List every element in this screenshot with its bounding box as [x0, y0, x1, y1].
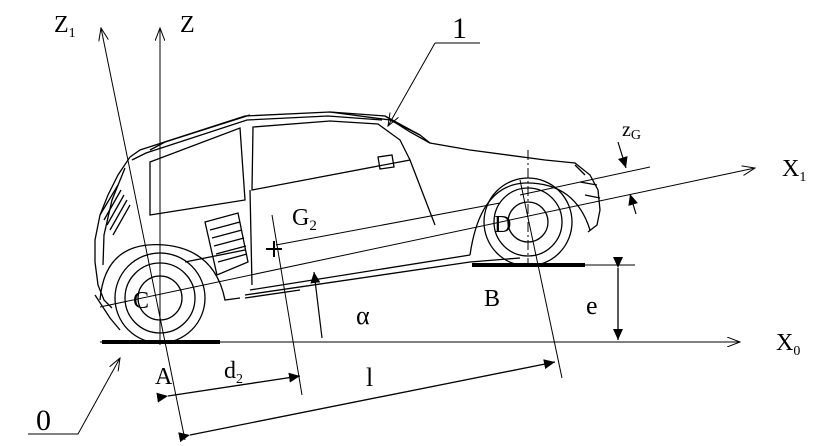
- car-body: [94, 111, 601, 331]
- g2-reference-line: [275, 202, 501, 246]
- a-point-label: A: [155, 364, 173, 390]
- alpha-label: α: [356, 301, 370, 330]
- d-point-label: D: [494, 212, 511, 238]
- x0-label: X0: [776, 330, 800, 359]
- l-label: l: [366, 363, 373, 392]
- x1-label: X1: [782, 156, 806, 185]
- alpha-arrow: [310, 271, 323, 339]
- b-point-label: B: [484, 286, 500, 312]
- part0-label: 0: [36, 404, 51, 437]
- z1-axis: [101, 28, 186, 441]
- zg-arrow-bottom: [628, 193, 638, 215]
- g2-marker: [266, 241, 282, 257]
- e-label: e: [586, 291, 598, 320]
- z-label: Z: [180, 12, 195, 38]
- c-point-label: C: [133, 288, 149, 314]
- g2-label: G2: [292, 205, 317, 234]
- g2-perpendicular: [271, 214, 303, 396]
- part1-leader: [388, 42, 480, 126]
- zg-reference-line: [519, 166, 651, 196]
- part0-leader: [28, 358, 120, 435]
- zg-label: zG: [622, 119, 641, 143]
- zg-arrow-top: [617, 141, 628, 169]
- l-dimension: [178, 359, 556, 443]
- z1-label: Z1: [54, 12, 76, 41]
- part1-label: 1: [452, 12, 467, 45]
- d2-label: d2: [224, 358, 243, 387]
- d-perpendicular: [519, 179, 563, 379]
- x1-axis: [99, 168, 755, 308]
